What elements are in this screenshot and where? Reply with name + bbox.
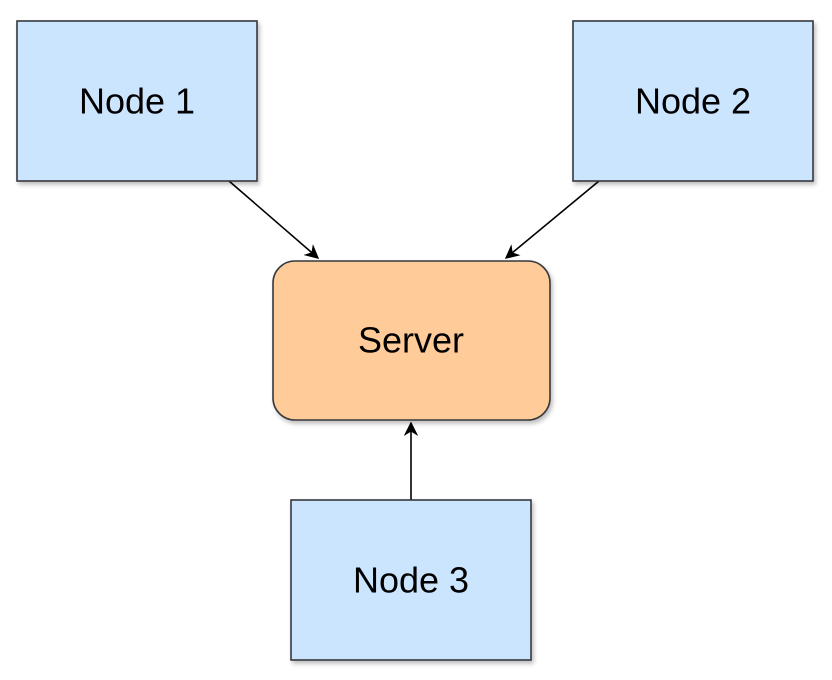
node-2-label: Node 2 [635,81,751,122]
node-1-label: Node 1 [79,81,195,122]
edge-node1-to-server [228,180,320,259]
server-label: Server [358,320,464,361]
node-3[interactable] [290,499,532,661]
node-3-label: Node 3 [353,560,469,601]
node-2-box [572,20,814,182]
node-1-box [16,20,258,182]
edge-node2-to-server [504,180,600,259]
node-1[interactable] [16,20,258,182]
node-3-box [290,499,532,661]
node-2[interactable] [572,20,814,182]
server-box [272,260,551,421]
server-node[interactable] [272,260,551,421]
